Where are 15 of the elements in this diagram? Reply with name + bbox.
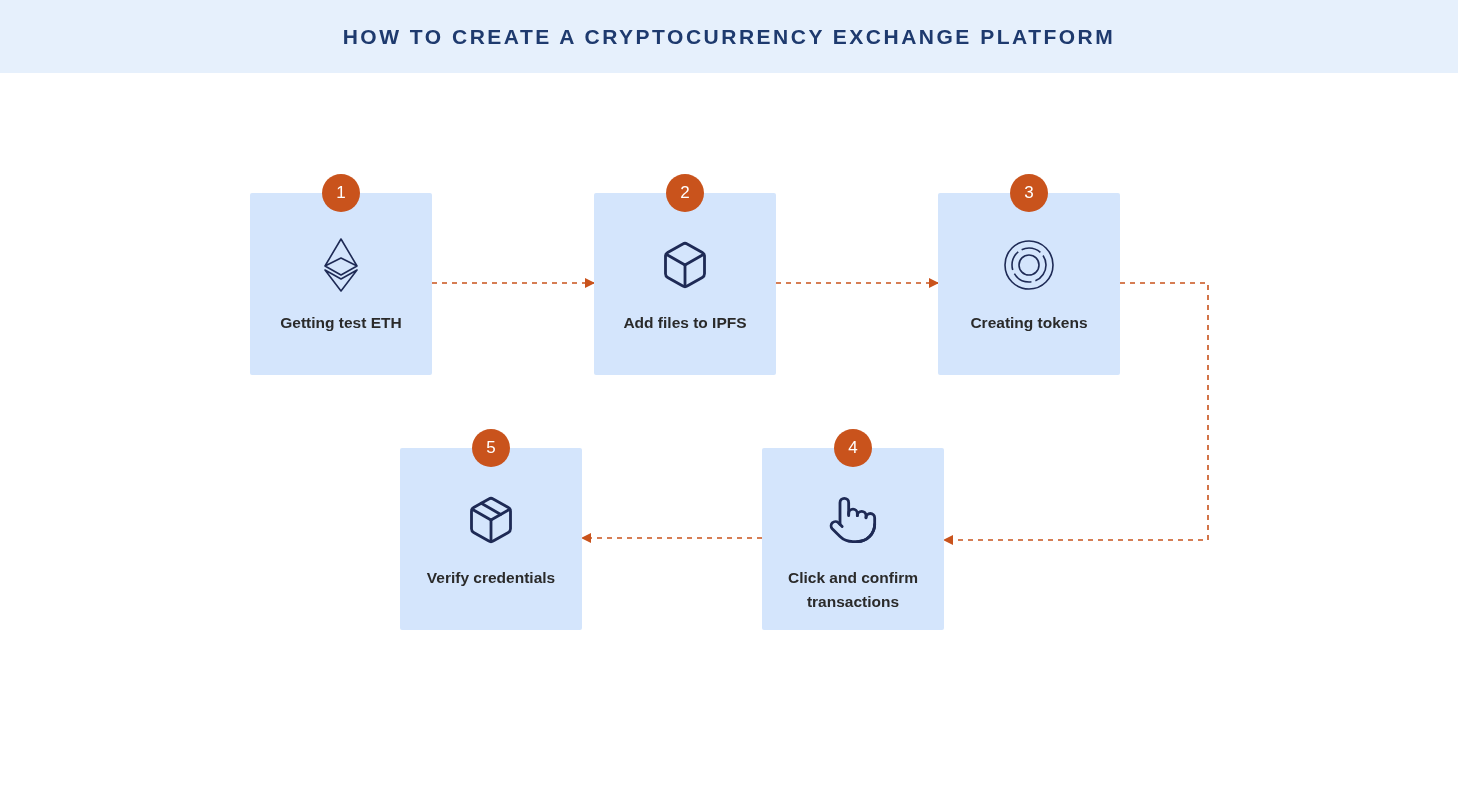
dashed-arrow bbox=[775, 278, 939, 288]
step-label: Creating tokens bbox=[969, 313, 1089, 333]
step-number-badge: 3 bbox=[1010, 174, 1048, 212]
dashed-arrow bbox=[581, 533, 763, 543]
step-number-badge: 5 bbox=[472, 429, 510, 467]
step-number-badge: 2 bbox=[666, 174, 704, 212]
step-label: Add files to IPFS bbox=[622, 313, 748, 333]
step-label: Click and confirm transactions bbox=[786, 568, 920, 612]
step-number-badge: 1 bbox=[322, 174, 360, 212]
step-label: Verify credentials bbox=[425, 568, 557, 588]
step-number-badge: 4 bbox=[834, 429, 872, 467]
step-label: Getting test ETH bbox=[279, 313, 403, 333]
dashed-arrow bbox=[431, 278, 595, 288]
title: HOW TO CREATE A CRYPTOCURRENCY EXCHANGE PLATFORM bbox=[342, 23, 1116, 50]
dashed-arrow bbox=[943, 282, 1209, 545]
